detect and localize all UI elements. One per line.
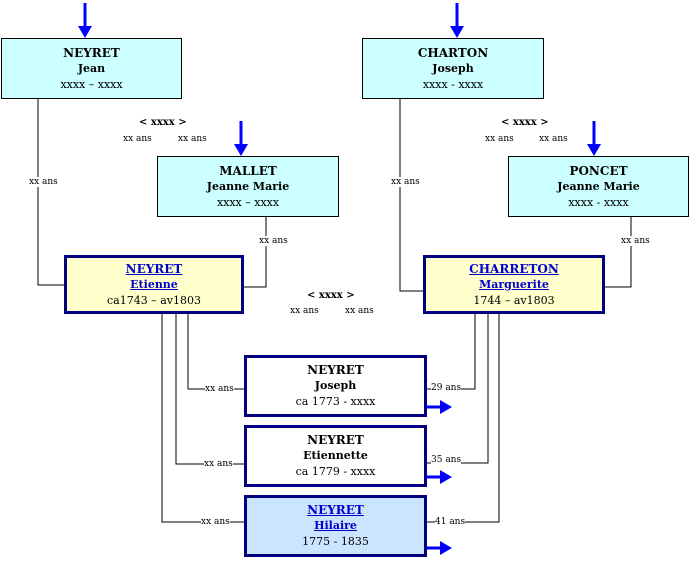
given-name-link[interactable]: Etienne [130,277,178,291]
age-label-mother-child2: 35 ans [431,455,462,465]
surname: NEYRET [307,363,364,377]
age-label-jean: xx ans [29,177,58,187]
marriage-year-left: < xxxx > [139,117,187,128]
marriage-age-wife-right: xx ans [539,134,568,144]
surname: NEYRET [63,45,120,60]
life-dates: xxxx - xxxx [568,195,629,209]
marriage-year-right: < xxxx > [501,117,549,128]
given-name-link[interactable]: Hilaire [314,519,357,532]
marriage-year-center: < xxxx > [307,290,355,301]
surname: MALLET [219,163,277,178]
descendant-arrows [427,400,452,555]
person-neyret-etiennette[interactable]: NEYRET Etiennette ca 1779 - xxxx [244,425,427,487]
life-dates: xxxx - xxxx [422,77,484,91]
surname-link[interactable]: NEYRET [125,261,183,276]
life-dates: ca1743 – av1803 [107,293,201,307]
person-neyret-etienne[interactable]: NEYRET Etienne ca1743 – av1803 [64,255,244,314]
age-label-mallet: xx ans [259,236,288,246]
person-poncet-jeanne-marie[interactable]: PONCET Jeanne Marie xxxx - xxxx [508,156,689,217]
person-neyret-joseph[interactable]: NEYRET Joseph ca 1773 - xxxx [244,355,427,417]
given-name: Jeanne Marie [557,179,640,193]
age-label-father-child1: xx ans [205,384,234,394]
age-label-father-child3: xx ans [201,517,230,527]
life-dates: ca 1779 - xxxx [295,465,376,478]
surname: PONCET [569,163,628,178]
marriage-age-husband-left: xx ans [123,134,152,144]
given-name: Jeanne Marie [206,179,290,193]
person-neyret-hilaire[interactable]: NEYRET Hilaire 1775 - 1835 [244,495,427,557]
life-dates: ca 1773 - xxxx [295,395,376,408]
person-neyret-jean[interactable]: NEYRET Jean xxxx – xxxx [1,38,182,99]
given-name: Joseph [314,379,357,392]
life-dates: 1775 - 1835 [302,535,369,548]
person-mallet-jeanne-marie[interactable]: MALLET Jeanne Marie xxxx – xxxx [157,156,339,217]
age-label-poncet: xx ans [621,236,650,246]
given-name: Etiennette [303,449,368,462]
given-name: Jean [77,61,106,75]
surname-link[interactable]: NEYRET [307,503,364,517]
marriage-age-husband-right: xx ans [485,134,514,144]
given-name: Joseph [432,61,474,75]
marriage-age-wife-left: xx ans [178,134,207,144]
age-label-mother-child1: 29 ans [431,383,462,393]
ancestor-arrows [78,3,601,156]
age-label-charton: xx ans [391,177,420,187]
age-label-father-child2: xx ans [204,459,233,469]
marriage-age-husband-center: xx ans [290,306,319,316]
surname: CHARTON [417,45,489,60]
person-charreton-marguerite[interactable]: CHARRETON Marguerite 1744 – av1803 [423,255,605,314]
marriage-age-wife-center: xx ans [345,306,374,316]
given-name-link[interactable]: Marguerite [479,277,549,291]
life-dates: 1744 – av1803 [473,293,555,307]
person-charton-joseph[interactable]: CHARTON Joseph xxxx - xxxx [362,38,544,99]
surname-link[interactable]: CHARRETON [469,261,559,276]
surname: NEYRET [307,433,364,447]
age-label-mother-child3: 41 ans [435,517,466,527]
life-dates: xxxx – xxxx [216,195,280,209]
life-dates: xxxx – xxxx [60,77,123,91]
